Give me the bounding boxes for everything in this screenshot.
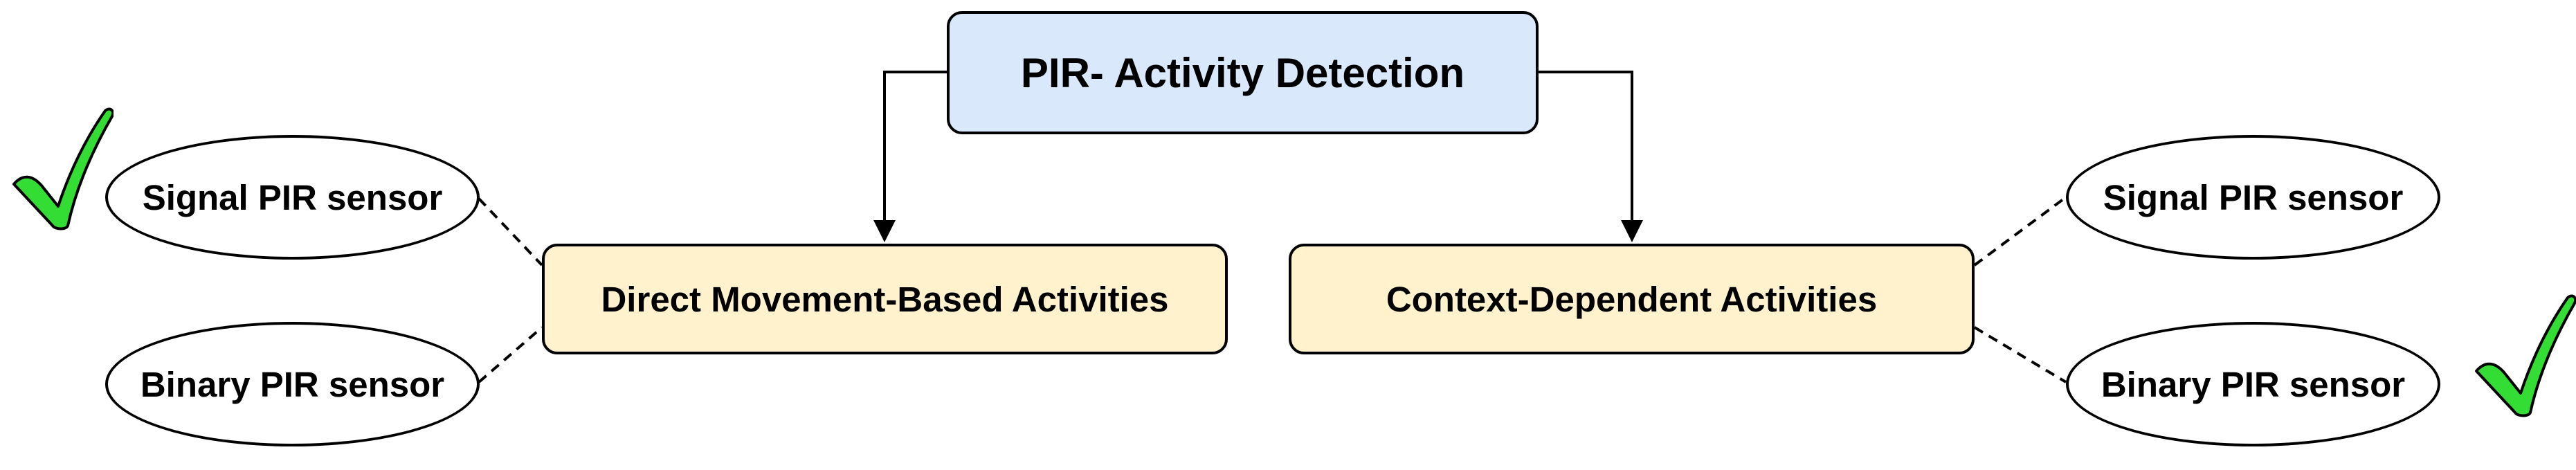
arrow-root-to-left-branch: [883, 71, 947, 220]
check-mark-icon: [12, 107, 114, 231]
dashed-link-right-bottom: [1973, 326, 2067, 383]
dashed-link-left-bottom: [478, 326, 543, 383]
right-sensor-binary: Binary PIR sensor: [2066, 322, 2440, 446]
left-sensor-binary-label: Binary PIR sensor: [140, 364, 445, 404]
root-node-label: PIR- Activity Detection: [1020, 49, 1465, 96]
left-sensor-binary: Binary PIR sensor: [105, 322, 480, 446]
right-sensor-signal: Signal PIR sensor: [2066, 135, 2440, 260]
right-sensor-signal-label: Signal PIR sensor: [2103, 177, 2404, 217]
arrowhead-left: [873, 220, 896, 242]
arrowhead-right: [1621, 220, 1643, 242]
right-sensor-binary-label: Binary PIR sensor: [2101, 364, 2406, 404]
check-mark-icon: [2475, 294, 2576, 417]
left-branch-node: Direct Movement-Based Activities: [542, 244, 1228, 354]
dashed-link-left-top: [478, 197, 543, 266]
left-sensor-signal-label: Signal PIR sensor: [142, 177, 443, 217]
arrow-root-to-right-branch: [1539, 71, 1633, 220]
left-branch-label: Direct Movement-Based Activities: [601, 279, 1169, 319]
right-branch-node: Context-Dependent Activities: [1289, 244, 1975, 354]
left-sensor-signal: Signal PIR sensor: [105, 135, 480, 260]
right-branch-label: Context-Dependent Activities: [1386, 279, 1878, 319]
dashed-link-right-top: [1973, 196, 2067, 266]
root-node: PIR- Activity Detection: [947, 11, 1539, 134]
